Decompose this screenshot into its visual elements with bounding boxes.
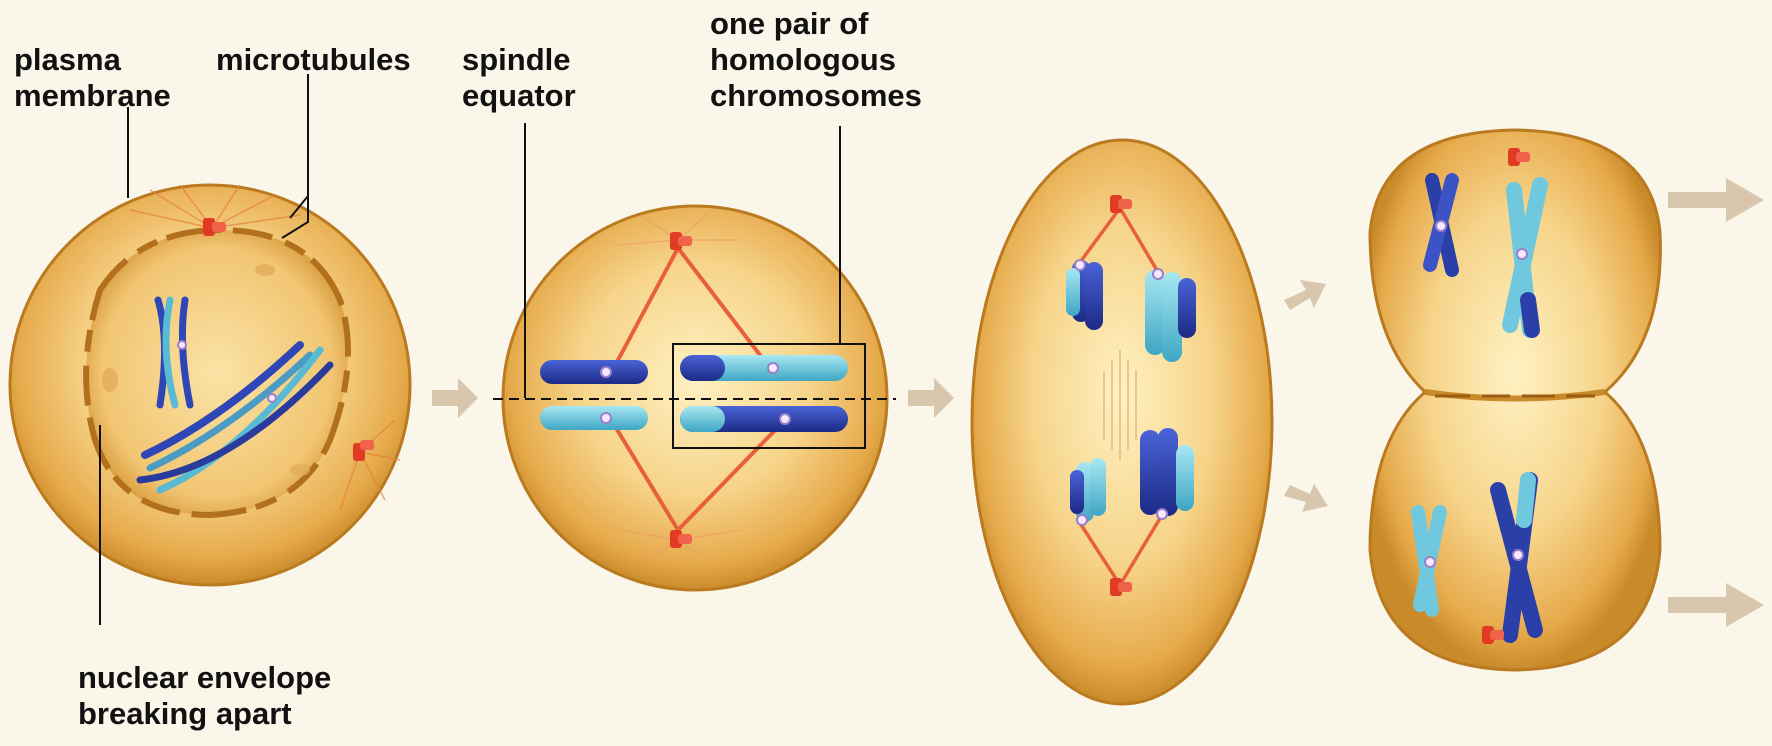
cell-anaphase xyxy=(972,140,1272,704)
cell-membrane xyxy=(972,140,1272,704)
cell-telophase xyxy=(1370,130,1660,670)
microtubules-label: microtubules xyxy=(216,42,411,78)
right-arrow-icon xyxy=(1668,583,1764,627)
nuclear-envelope-label: nuclear envelope breaking apart xyxy=(78,660,331,732)
right-arrow-icon xyxy=(1284,484,1328,512)
nuclear-envelope-line-1: nuclear envelope xyxy=(78,660,331,696)
cell-metaphase xyxy=(493,206,896,590)
right-arrow-icon xyxy=(1668,178,1764,222)
right-arrow-icon xyxy=(908,378,954,418)
centromere xyxy=(178,341,186,349)
plasma-membrane-line-2: membrane xyxy=(14,78,171,114)
homologous-pair-line-3: chromosomes xyxy=(710,78,922,114)
spindle-equator-label: spindle equator xyxy=(462,42,576,114)
homologous-pair-label: one pair of homologous chromosomes xyxy=(710,6,922,114)
homologous-pair-line-2: homologous xyxy=(710,42,922,78)
microtubules-text: microtubules xyxy=(216,42,411,78)
spindle-equator-line-2: equator xyxy=(462,78,576,114)
plasma-membrane-line-1: plasma xyxy=(14,42,171,78)
nuclear-envelope-line-2: breaking apart xyxy=(78,696,331,732)
cell-prophase xyxy=(10,185,410,585)
plasma-membrane-label: plasma membrane xyxy=(14,42,171,114)
homologous-pair-line-1: one pair of xyxy=(710,6,922,42)
spindle-equator-line-1: spindle xyxy=(462,42,576,78)
right-arrow-icon xyxy=(1284,280,1326,310)
right-arrow-icon xyxy=(432,378,478,418)
centromere xyxy=(268,394,276,402)
